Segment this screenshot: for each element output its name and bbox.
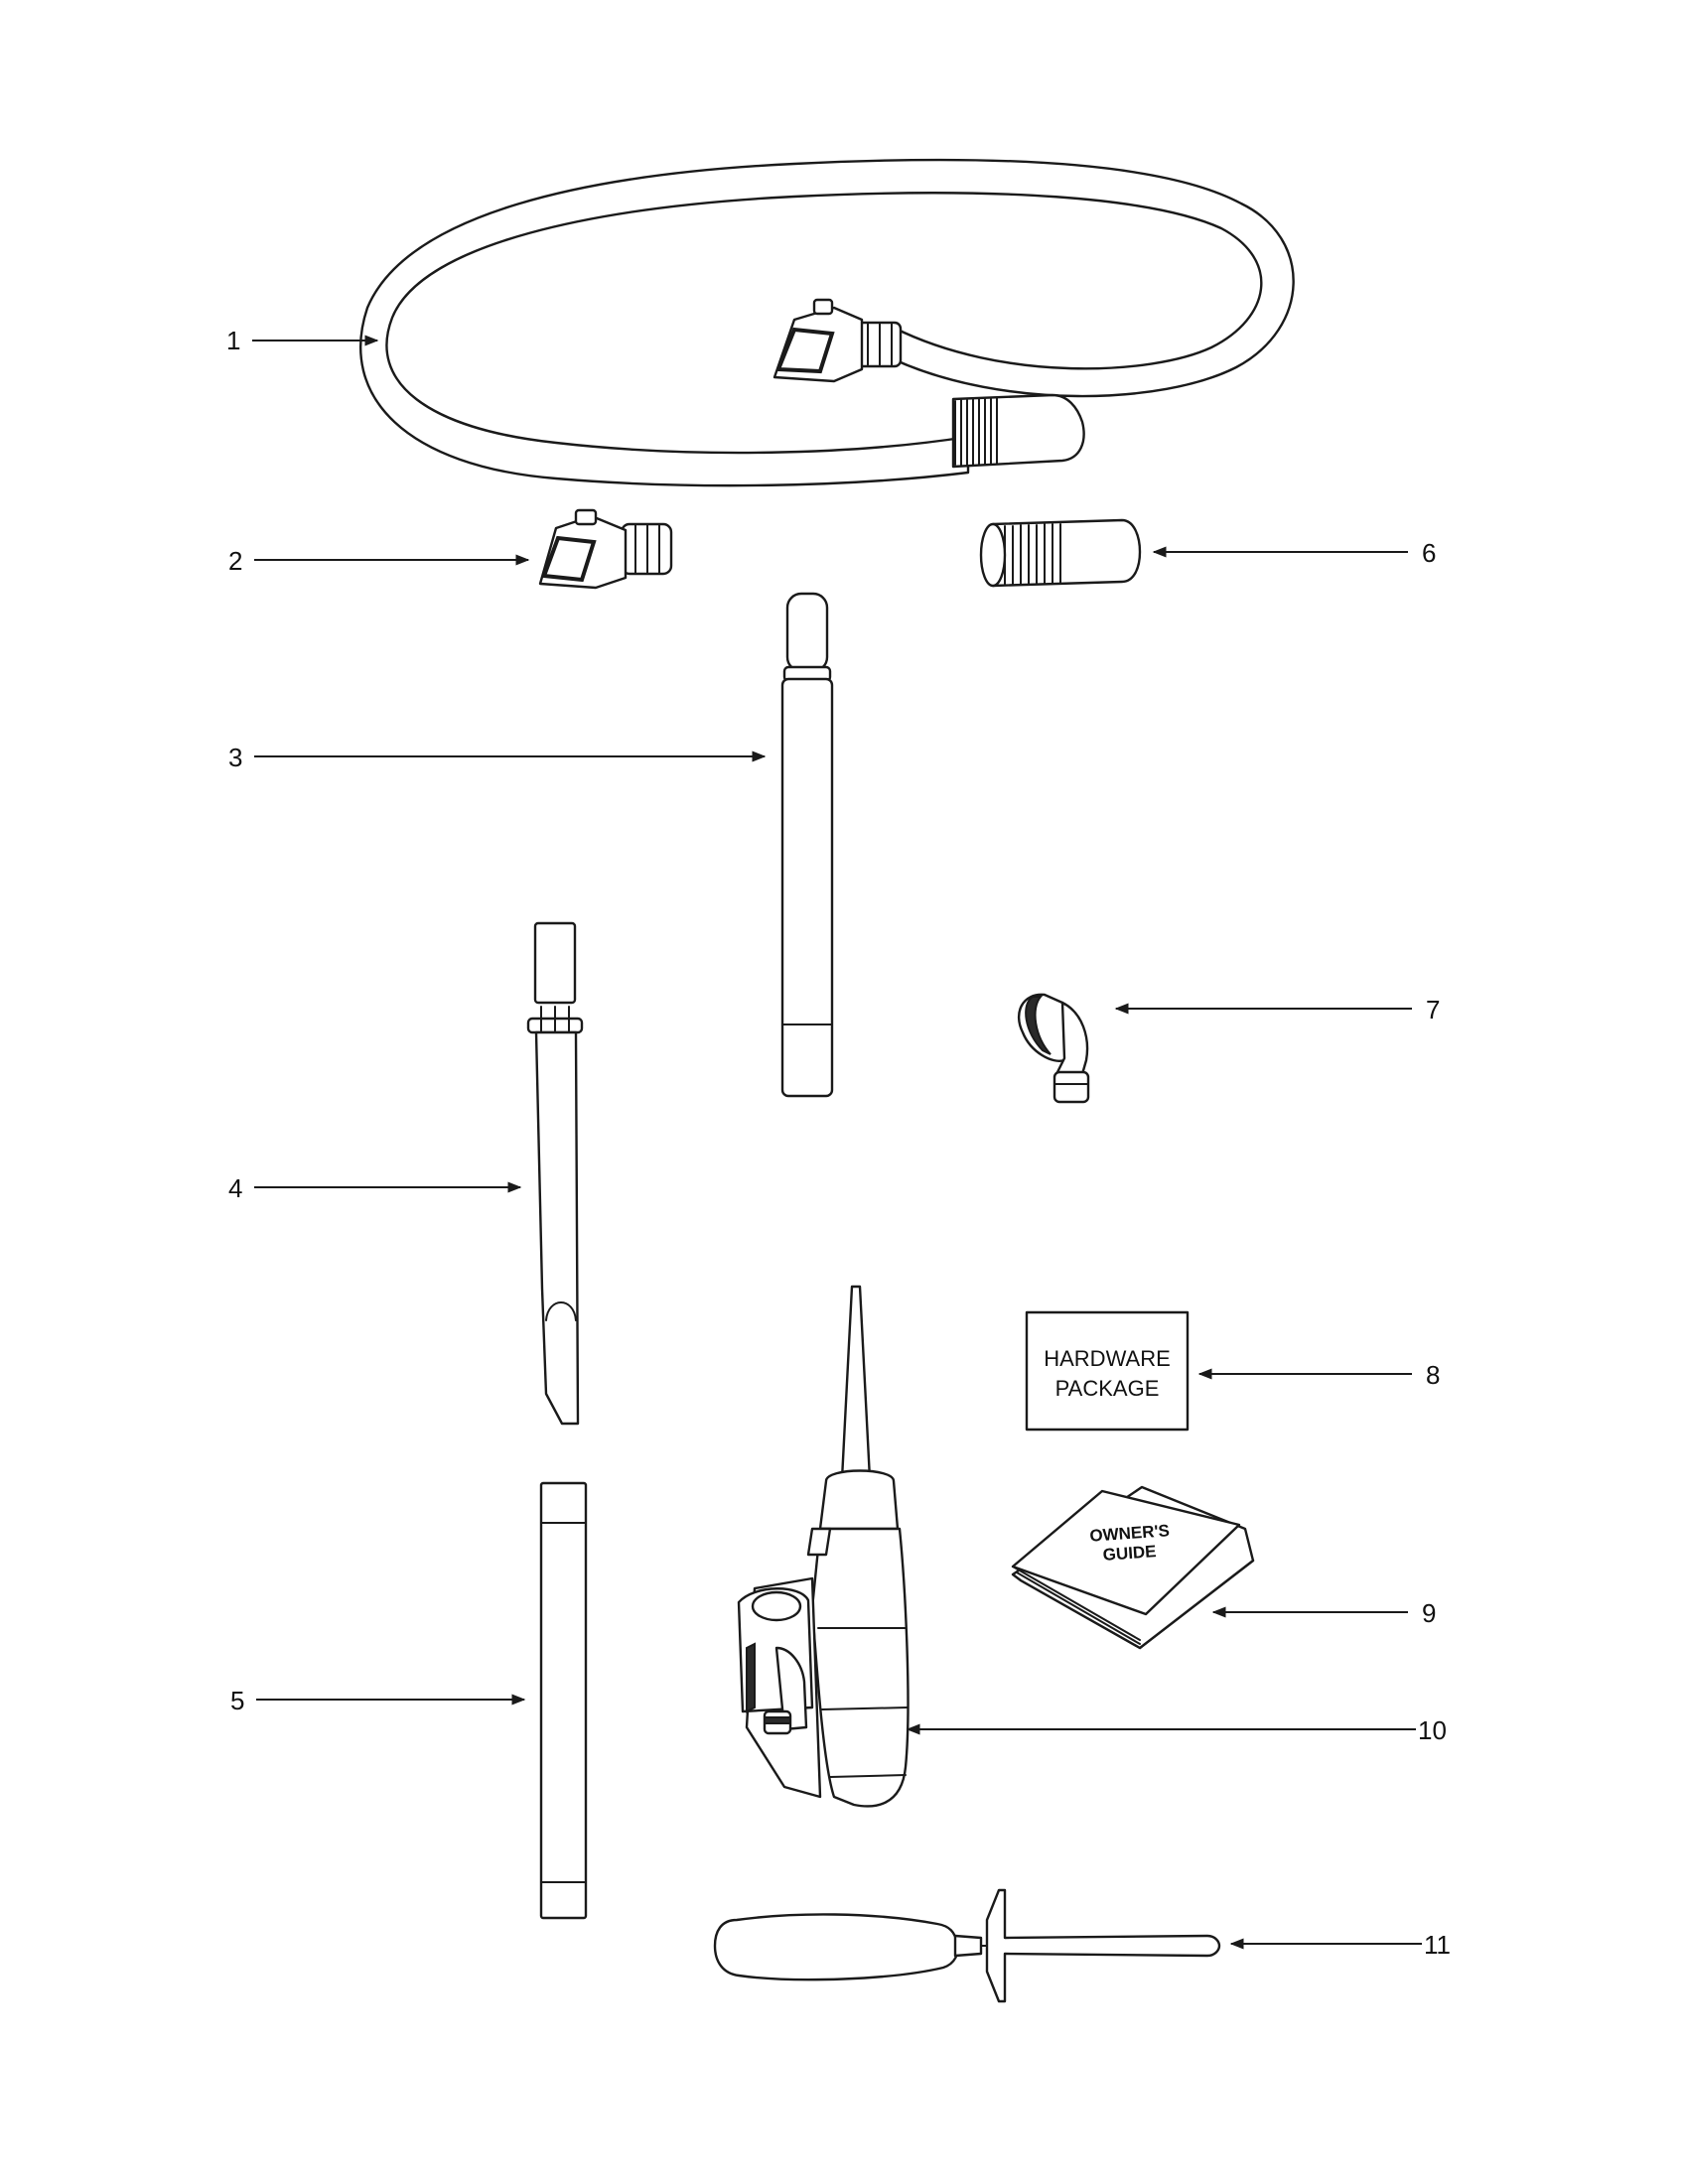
callout-label-7: 7 — [1426, 995, 1440, 1024]
hardware-package-line2: PACKAGE — [1055, 1376, 1160, 1401]
callout-7: 7 — [1114, 995, 1440, 1024]
part-10-handheld-vacuum — [737, 1285, 910, 1808]
callout-10: 10 — [906, 1715, 1447, 1745]
callout-label-4: 4 — [228, 1173, 242, 1203]
part-5-extension-tube — [539, 1481, 588, 1920]
part-8-hardware-package: HARDWARE PACKAGE — [1025, 1310, 1190, 1432]
callout-label-2: 2 — [228, 546, 242, 576]
part-2-swivel-connector — [538, 508, 673, 590]
callout-2: 2 — [228, 546, 530, 576]
callout-label-3: 3 — [228, 743, 242, 772]
callout-8: 8 — [1197, 1360, 1440, 1390]
callout-1: 1 — [226, 326, 379, 355]
part-6-hose-cuff — [979, 518, 1142, 588]
callout-6: 6 — [1152, 538, 1436, 568]
callout-label-6: 6 — [1422, 538, 1436, 568]
callout-5: 5 — [230, 1686, 526, 1715]
callout-label-10: 10 — [1418, 1715, 1447, 1745]
callout-label-8: 8 — [1426, 1360, 1440, 1390]
callout-label-1: 1 — [226, 326, 240, 355]
owners-guide-line2: GUIDE — [1102, 1542, 1157, 1565]
callout-label-9: 9 — [1422, 1598, 1436, 1628]
part-11-upholstery-tool — [713, 1888, 1221, 2003]
part-1-hose — [358, 158, 1295, 487]
callout-3: 3 — [228, 743, 767, 772]
callout-label-11: 11 — [1424, 1930, 1451, 1960]
callout-9: 9 — [1211, 1598, 1436, 1628]
part-3-extension-wand — [780, 592, 834, 1098]
callout-11: 11 — [1229, 1930, 1451, 1960]
hardware-package-line1: HARDWARE — [1044, 1346, 1171, 1371]
callout-label-5: 5 — [230, 1686, 244, 1715]
part-9-owners-guide: OWNER'S GUIDE — [1011, 1485, 1255, 1650]
part-4-crevice-tool — [526, 921, 584, 1426]
callout-4: 4 — [228, 1173, 522, 1203]
part-7-dusting-brush — [1018, 993, 1090, 1104]
